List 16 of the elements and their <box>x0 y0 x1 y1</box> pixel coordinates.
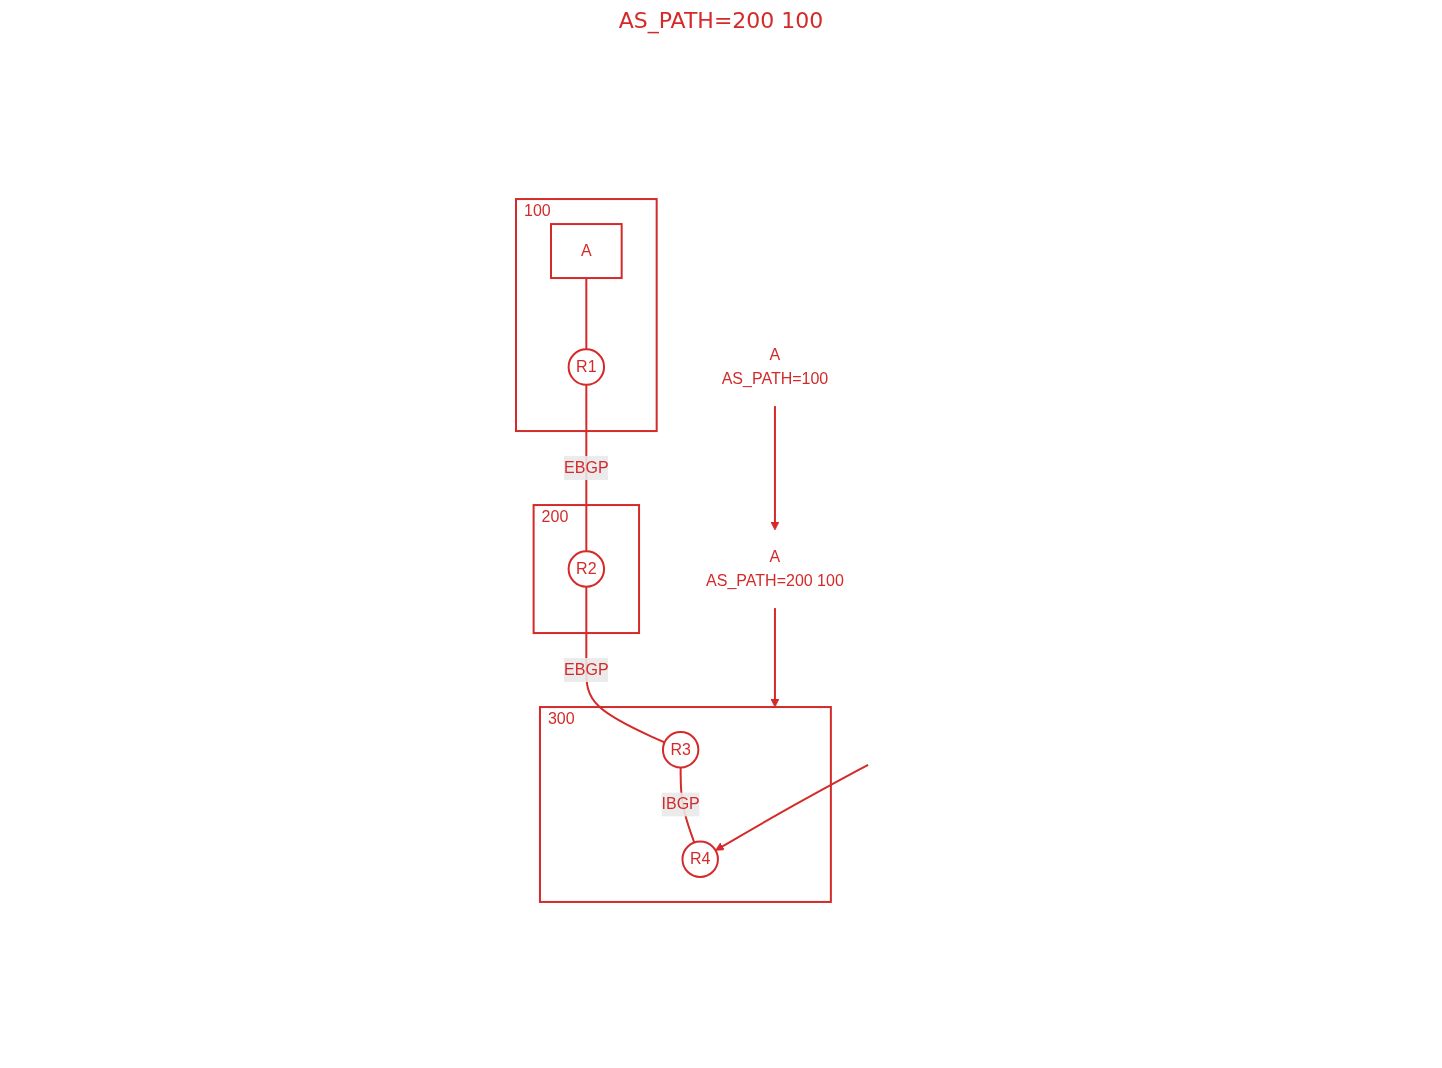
arrow <box>715 763 870 851</box>
node-text: A AS_PATH=100 <box>721 346 829 388</box>
node-circle: R2 <box>567 550 606 588</box>
edge-label: EBGP <box>564 459 609 477</box>
node-circle: R1 <box>567 348 606 386</box>
node-circle: R4 <box>681 840 719 878</box>
arrow <box>770 405 780 531</box>
connector <box>585 277 588 351</box>
node-box: A <box>550 223 623 280</box>
annotation-text: AS_PATH=200 100 <box>618 8 824 33</box>
edge-label: IBGP <box>661 795 700 813</box>
node-text: A AS_PATH=200 100 <box>706 548 844 590</box>
connector <box>585 585 666 744</box>
node-circle: R3 <box>662 731 700 769</box>
edge-label: EBGP <box>564 661 609 679</box>
arrow <box>770 607 780 708</box>
